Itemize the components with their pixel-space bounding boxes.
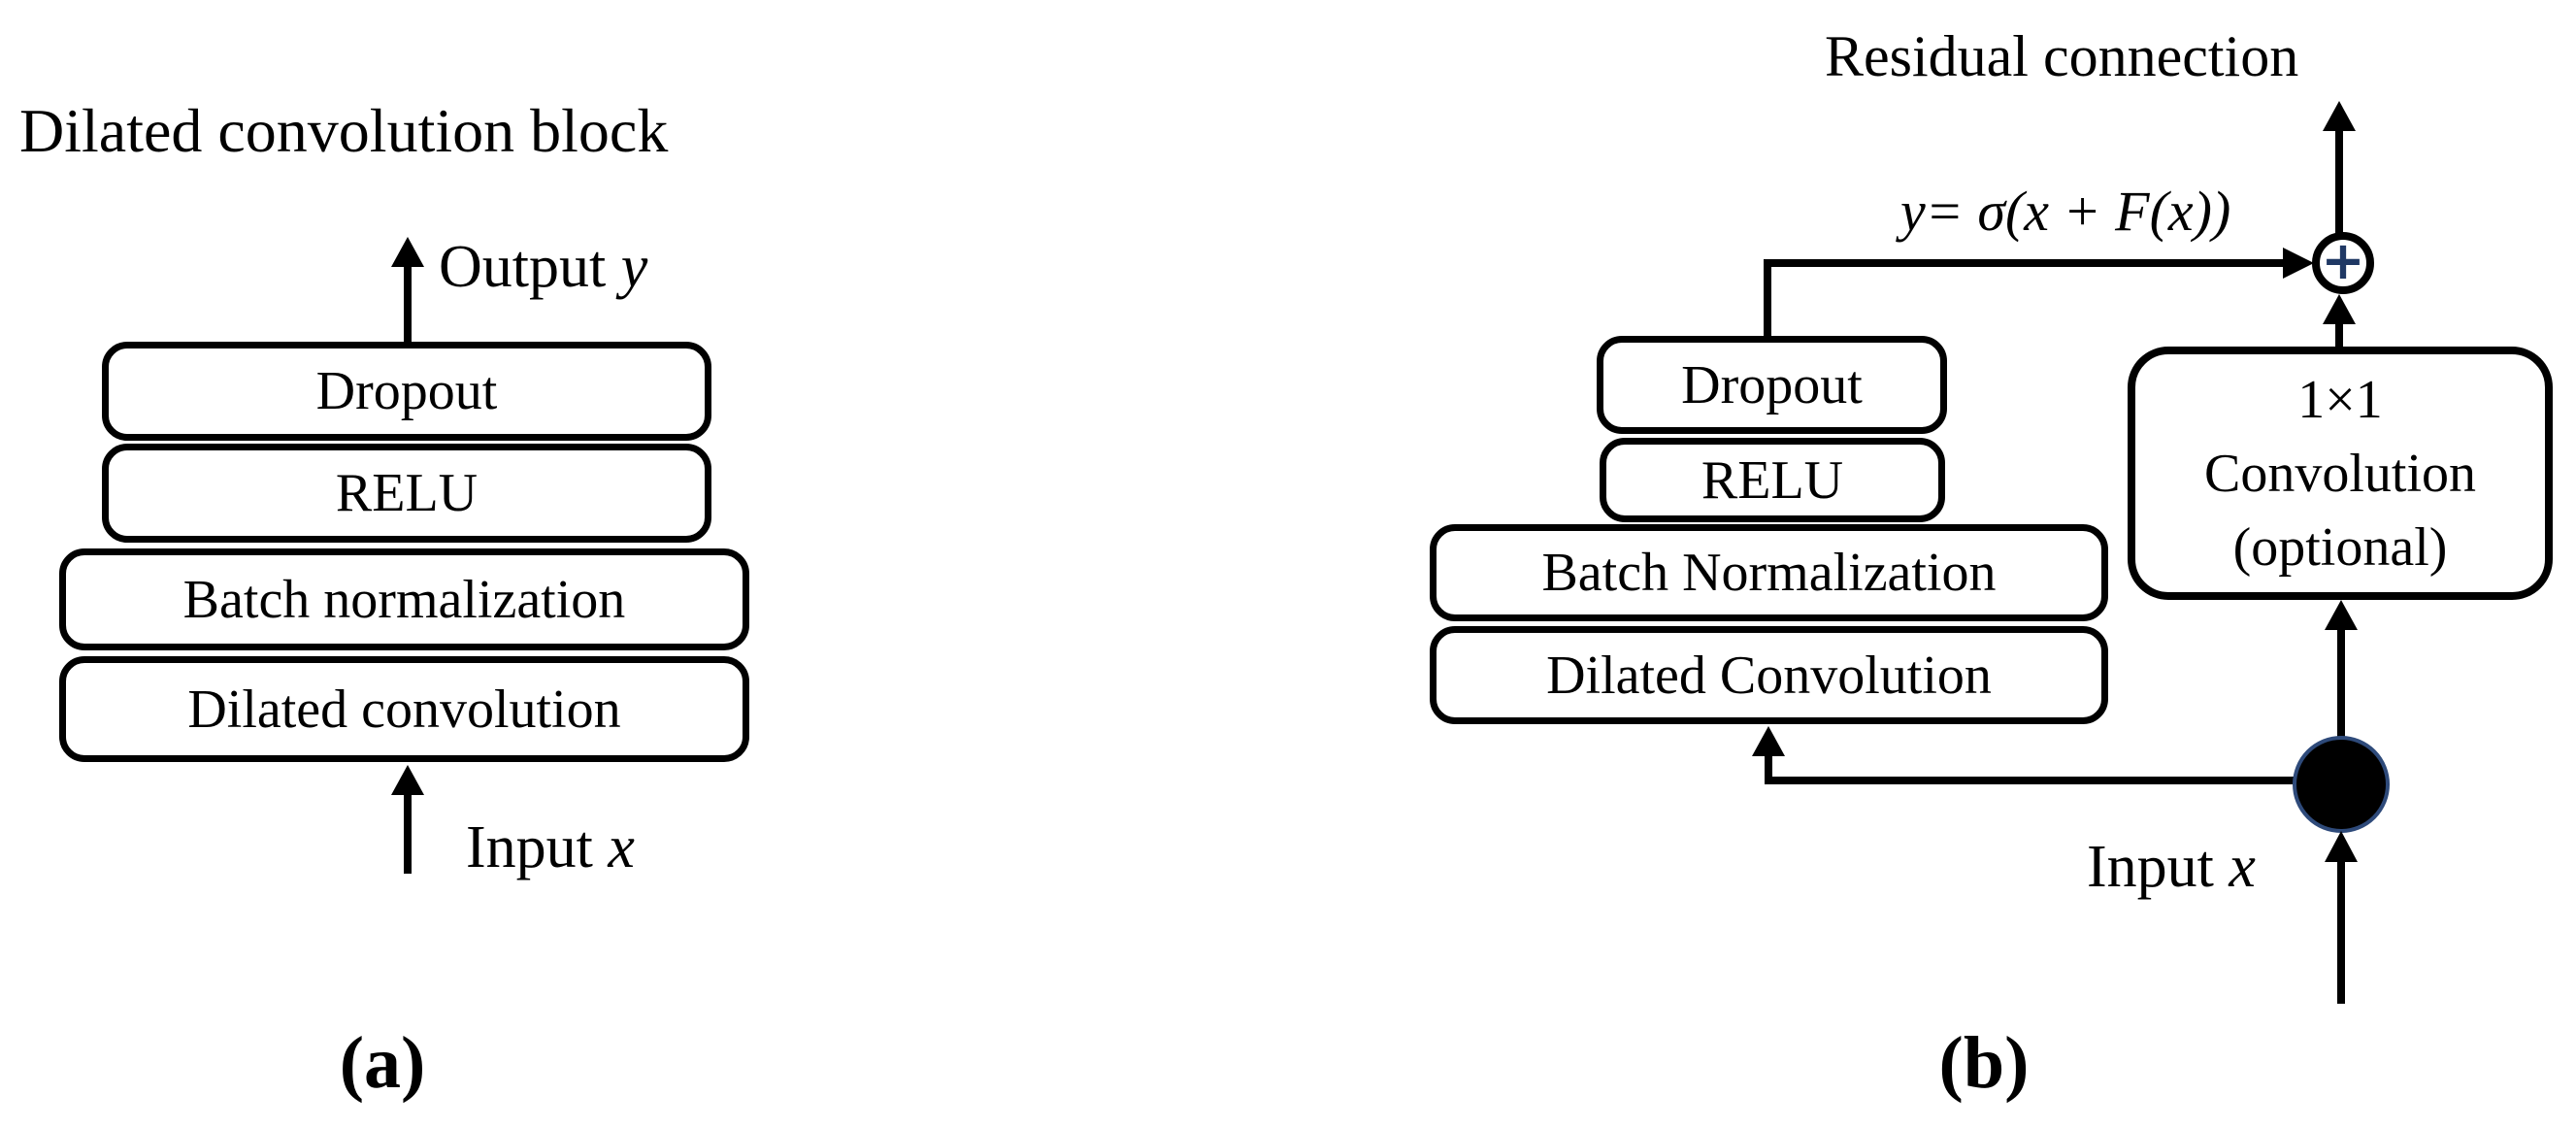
panel-a-title: Dilated convolution block bbox=[19, 96, 669, 165]
output-label-text: Output bbox=[439, 234, 621, 300]
panel-b-caption: (b) bbox=[1938, 1022, 2030, 1104]
conv-to-add-line bbox=[2335, 321, 2343, 348]
batch-normalization-box-b-label: Batch Normalization bbox=[1541, 543, 1997, 603]
input-label-b-text: Input bbox=[2087, 834, 2229, 900]
input-label-b: Input x bbox=[2087, 833, 2256, 902]
skip-arrowhead-icon bbox=[2283, 248, 2314, 279]
branch-dot-icon bbox=[2293, 736, 2390, 833]
dropout-box-a: Dropout bbox=[102, 342, 711, 441]
batch-normalization-box-a: Batch normalization bbox=[59, 548, 749, 650]
relu-box-a-label: RELU bbox=[335, 463, 479, 523]
output-arrowhead-icon bbox=[391, 237, 424, 267]
one-by-one-line1: 1×1 bbox=[2297, 369, 2383, 430]
dilated-convolution-box-b-label: Dilated Convolution bbox=[1546, 645, 1992, 706]
relu-box-b: RELU bbox=[1600, 438, 1945, 522]
plus-sign: + bbox=[2321, 230, 2365, 291]
dropout-box-b-label: Dropout bbox=[1681, 354, 1863, 415]
input-label-a-text: Input bbox=[466, 814, 609, 880]
skip-horizontal-line bbox=[1764, 259, 2283, 267]
input-variable-b: x bbox=[2229, 834, 2256, 900]
panel-b-title: Residual connection bbox=[1825, 24, 2299, 88]
output-label: Output y bbox=[439, 233, 647, 302]
residual-formula: y= σ(x + F(x)) bbox=[1900, 180, 2231, 243]
stack-input-arrowhead-icon bbox=[1752, 726, 1785, 756]
output-arrow-line bbox=[404, 264, 412, 344]
relu-box-a: RELU bbox=[102, 444, 711, 543]
input-label-a: Input x bbox=[466, 813, 635, 882]
one-by-one-line2: Convolution bbox=[2203, 443, 2477, 504]
stack-input-vertical-stub bbox=[1765, 753, 1772, 781]
panel-a-caption: (a) bbox=[339, 1022, 426, 1104]
residual-arrowhead-icon bbox=[2323, 101, 2356, 131]
conv-to-add-arrowhead-icon bbox=[2323, 294, 2356, 324]
one-by-one-convolution-box: 1×1 Convolution (optional) bbox=[2128, 347, 2553, 600]
dilated-convolution-box-a-label: Dilated convolution bbox=[187, 679, 621, 740]
branch-horizontal-line bbox=[1765, 777, 2296, 784]
input-arrow-line-b bbox=[2337, 860, 2345, 1004]
batch-normalization-box-b: Batch Normalization bbox=[1430, 524, 2108, 621]
dropout-box-b: Dropout bbox=[1597, 336, 1947, 434]
input-arrowhead-icon-a bbox=[391, 765, 424, 795]
input-variable-a: x bbox=[608, 814, 635, 880]
skip-elbow-vertical-line bbox=[1764, 259, 1771, 338]
dilated-convolution-box-b: Dilated Convolution bbox=[1430, 626, 2108, 724]
dot-to-conv-line bbox=[2337, 629, 2345, 738]
input-arrowhead-icon-b bbox=[2325, 831, 2358, 862]
batch-normalization-box-a-label: Batch normalization bbox=[182, 569, 626, 630]
add-junction-icon: + bbox=[2312, 232, 2374, 294]
one-by-one-line3: (optional) bbox=[2232, 516, 2448, 578]
dilated-convolution-box-a: Dilated convolution bbox=[59, 656, 749, 762]
output-variable: y bbox=[620, 234, 648, 300]
dropout-box-a-label: Dropout bbox=[315, 361, 498, 421]
relu-box-b-label: RELU bbox=[1701, 449, 1844, 511]
residual-arrow-line bbox=[2335, 130, 2343, 236]
dot-to-conv-arrowhead-icon bbox=[2325, 600, 2358, 630]
input-arrow-line-a bbox=[404, 792, 412, 874]
